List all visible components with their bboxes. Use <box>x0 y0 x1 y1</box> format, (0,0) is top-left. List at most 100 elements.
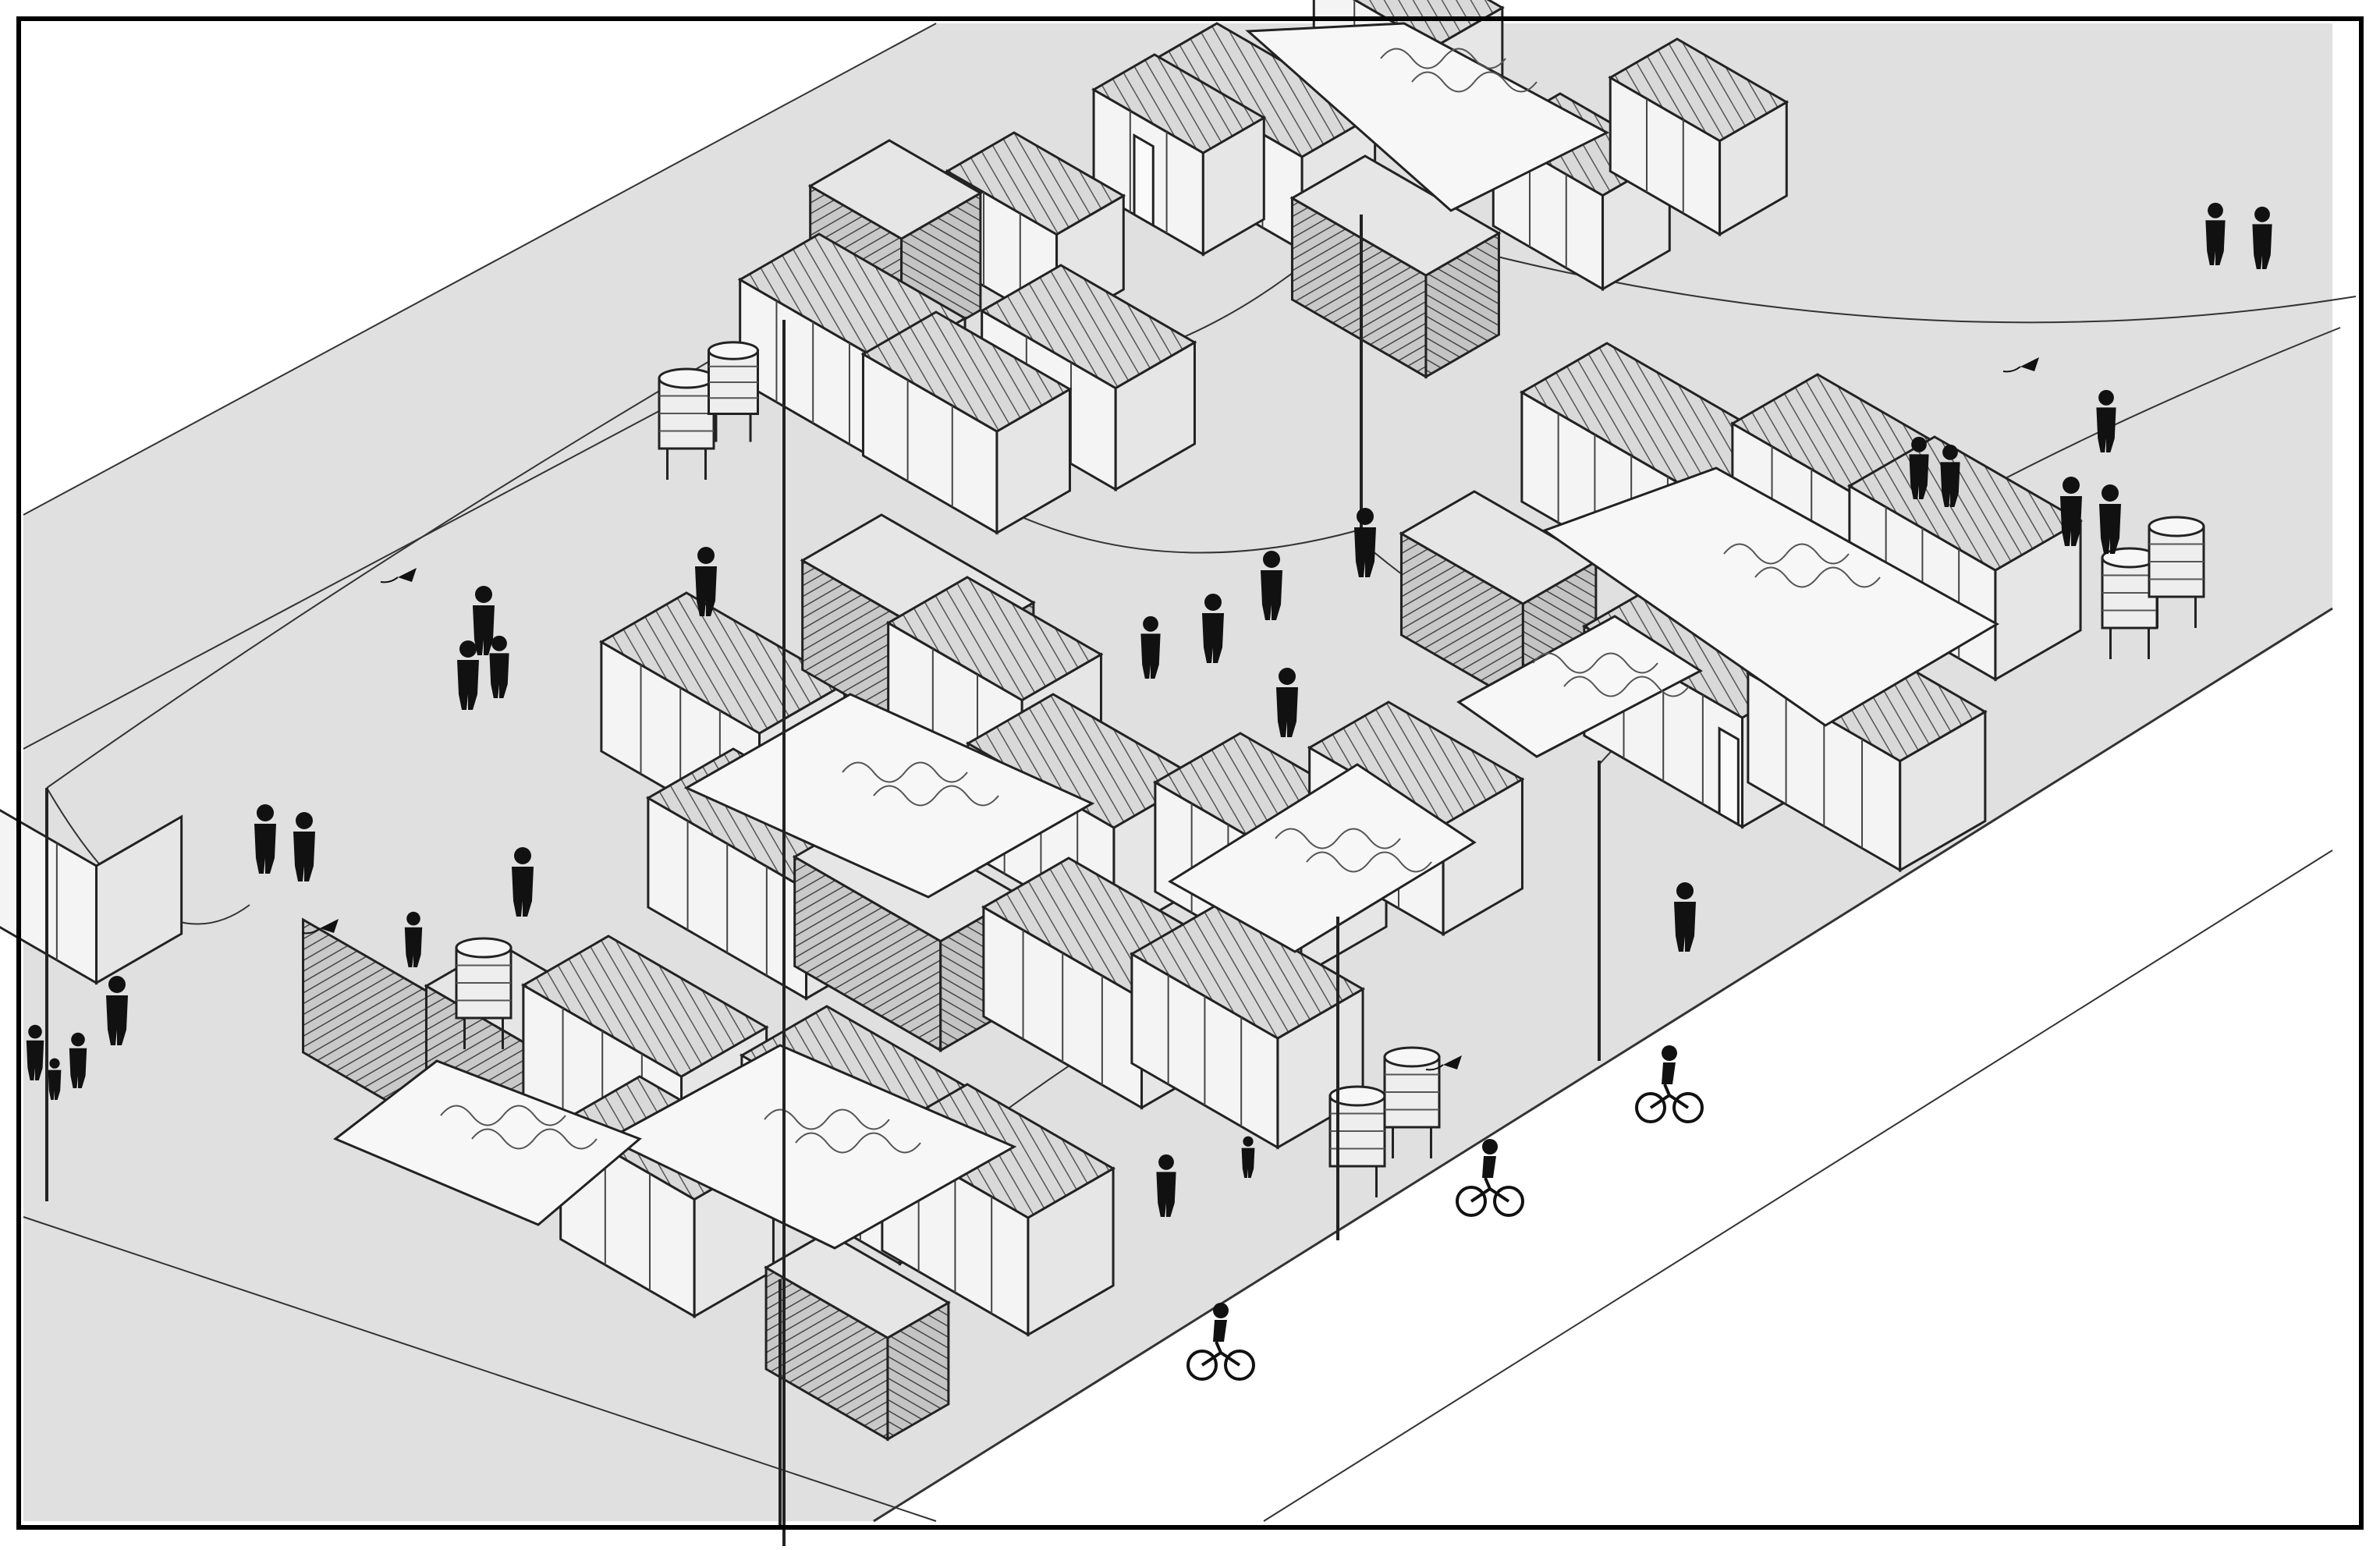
tarp-fold <box>1594 652 1658 674</box>
tarp-sheet <box>605 1044 1017 1250</box>
person-head <box>1143 615 1158 632</box>
container-roof <box>945 131 1126 236</box>
person-silhouette-icon <box>48 1058 62 1100</box>
person-head <box>1263 551 1280 568</box>
person-head <box>1911 436 1927 452</box>
tarp-roof <box>1168 763 1477 953</box>
kite-tail <box>380 576 399 583</box>
tarp-fold <box>826 1108 890 1130</box>
tarp-sheet <box>1168 763 1477 953</box>
rider-body <box>1662 1062 1676 1084</box>
person-head <box>514 847 531 864</box>
person-body <box>489 653 509 698</box>
road-edge-line <box>873 607 2333 1523</box>
tank-lid <box>1383 1046 1441 1068</box>
person-head <box>108 976 126 993</box>
tank-lid <box>658 367 715 389</box>
tarp-roof <box>683 693 1095 899</box>
tarp-fold <box>1723 543 1787 565</box>
person-silhouette-icon <box>473 586 495 655</box>
power-line <box>1357 218 2357 324</box>
person-silhouette-icon <box>1140 615 1161 679</box>
bike-frame <box>1649 1084 1690 1109</box>
tarp-roof <box>333 1059 642 1226</box>
person-body <box>69 1048 87 1088</box>
tarp-sheet <box>1245 22 1610 212</box>
container-roof <box>979 264 1197 390</box>
tarp-fold <box>1368 851 1432 873</box>
cyclist-icon <box>1635 1045 1704 1123</box>
tarp-fold <box>1275 828 1339 849</box>
kite-shape <box>320 919 339 933</box>
person-head <box>2254 206 2270 222</box>
container-roof <box>1091 53 1267 154</box>
person-head <box>49 1058 60 1069</box>
person-head <box>1204 594 1222 611</box>
rider-head <box>1482 1139 1498 1155</box>
kite-tail <box>302 928 321 935</box>
person-head <box>2098 389 2114 406</box>
person-head <box>296 812 313 829</box>
water-tank-icon <box>658 367 715 480</box>
person-body <box>1261 570 1282 620</box>
person-body <box>1354 527 1376 577</box>
container-door <box>1718 726 1740 827</box>
person-head <box>2208 202 2223 218</box>
container-unit <box>764 1231 951 1442</box>
tarp-fold <box>534 1128 598 1150</box>
person-head <box>1942 444 1958 460</box>
person-body <box>1940 462 1960 507</box>
container-door <box>1133 133 1155 228</box>
person-body <box>1909 454 1929 499</box>
person-head <box>491 635 507 651</box>
container-roof <box>764 1231 951 1339</box>
person-silhouette-icon <box>2252 206 2272 269</box>
person-silhouette-icon <box>254 804 276 874</box>
person-body <box>2252 224 2272 269</box>
ground-edge-line <box>23 23 937 516</box>
person-silhouette-icon <box>2096 389 2116 452</box>
bike-wheel <box>1672 1092 1704 1123</box>
rider-body <box>1482 1156 1496 1178</box>
person-silhouette-icon <box>26 1024 44 1080</box>
tarp-fold <box>873 785 937 807</box>
tarp-fold <box>1474 71 1538 93</box>
tarp-roof <box>1245 22 1610 212</box>
cyclist-icon <box>1186 1303 1255 1381</box>
tank-lid <box>455 937 513 959</box>
person-body <box>48 1069 62 1100</box>
tarp-fold <box>1817 566 1881 588</box>
road-lane-line <box>1263 849 2333 1522</box>
tarp-fold <box>857 1132 921 1154</box>
person-silhouette-icon <box>1354 508 1376 577</box>
kite-shape <box>1443 1055 1462 1069</box>
drawing-border <box>16 16 2364 1530</box>
person-silhouette-icon <box>1674 882 1696 952</box>
person-silhouette-icon <box>695 547 717 616</box>
person-silhouette-icon <box>1261 551 1282 620</box>
bike-frame <box>1470 1177 1510 1203</box>
person-head <box>475 586 492 603</box>
water-tank-icon <box>708 341 759 442</box>
person-silhouette-icon <box>1909 436 1929 499</box>
person-silhouette-icon <box>1940 444 1960 507</box>
tarp-fold <box>1563 676 1627 697</box>
rider-head <box>1213 1303 1229 1318</box>
person-head <box>1357 508 1374 525</box>
person-body <box>254 824 276 874</box>
person-head <box>697 547 715 564</box>
tarp-fold <box>842 761 906 783</box>
person-silhouette-icon <box>69 1032 87 1088</box>
tarp-fold <box>764 1108 828 1130</box>
container-roof <box>860 310 1073 433</box>
person-body <box>1674 902 1696 952</box>
water-tank-icon <box>2101 547 2158 659</box>
container-unit <box>860 310 1073 535</box>
water-tank-icon <box>2148 516 2205 628</box>
person-body <box>1140 633 1161 679</box>
tarp-roof <box>1541 466 2000 727</box>
person-silhouette-icon <box>404 911 423 967</box>
frame <box>16 16 2364 1530</box>
container-roof <box>1129 903 1366 1040</box>
